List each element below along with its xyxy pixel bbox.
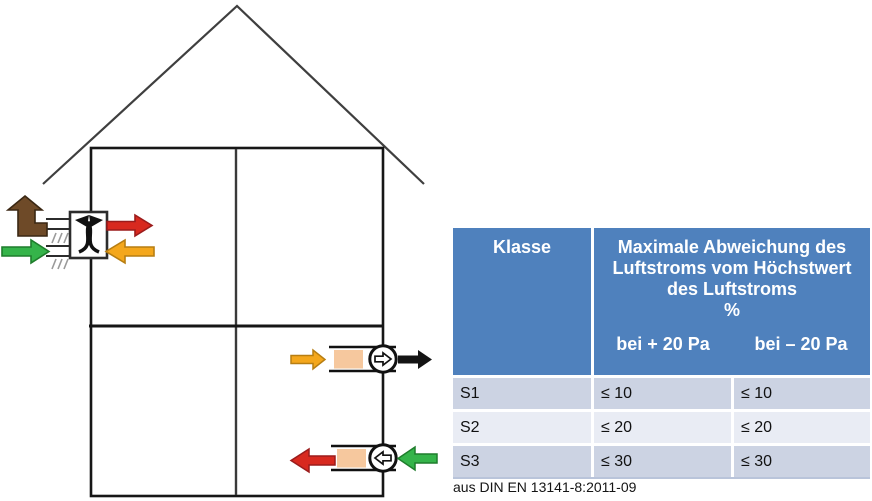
table-row: S3 ≤ 30 ≤ 30 — [453, 446, 870, 477]
exhaust-air-arrow — [5, 194, 48, 237]
supply-air-arrow — [106, 213, 154, 238]
filter-element — [337, 449, 366, 468]
cell-minus20: ≤ 30 — [734, 446, 870, 477]
supply-fan-unit — [289, 443, 438, 474]
table-bottom-border — [453, 477, 870, 479]
header-line: % — [723, 300, 740, 320]
duct-lines — [46, 218, 71, 257]
extract-air-arrow — [104, 238, 155, 265]
fan-flow-arrow-right-icon — [374, 351, 393, 367]
supply-air-arrow-room — [289, 447, 336, 474]
cell-minus20: ≤ 10 — [734, 378, 870, 409]
table-row: S2 ≤ 20 ≤ 20 — [453, 412, 870, 443]
table-row: S1 ≤ 10 ≤ 10 — [453, 378, 870, 409]
fan-flow-arrow-left-icon — [373, 450, 392, 466]
header-sub-plus20: bei + 20 Pa — [616, 334, 710, 354]
cell-klasse: S1 — [453, 378, 591, 409]
cell-plus20: ≤ 10 — [594, 378, 731, 409]
roof-outline — [42, 4, 425, 185]
cell-minus20: ≤ 20 — [734, 412, 870, 443]
cell-klasse: S3 — [453, 446, 591, 477]
house-outline — [89, 146, 385, 498]
header-subrow: bei + 20 Pa bei – 20 Pa — [594, 334, 870, 355]
source-caption: aus DIN EN 13141-8:2011-09 — [453, 479, 637, 495]
cell-plus20: ≤ 30 — [594, 446, 731, 477]
cell-plus20: ≤ 20 — [594, 412, 731, 443]
outdoor-air-arrow-supply — [396, 445, 438, 472]
header-line: des Luftstroms — [666, 279, 798, 299]
heat-exchanger-unit — [1, 194, 155, 270]
airflow-deviation-table: Klasse Maximale Abweichung des Luftstrom… — [453, 228, 870, 479]
header-cell-deviation: Maximale Abweichung des Luftstroms vom H… — [594, 228, 870, 375]
table-header: Klasse Maximale Abweichung des Luftstrom… — [453, 228, 870, 375]
header-line: Luftstroms vom Höchstwert — [612, 258, 852, 278]
header-sub-minus20: bei – 20 Pa — [754, 334, 848, 354]
header-cell-klasse: Klasse — [453, 228, 591, 375]
extract-fan-unit — [290, 344, 432, 374]
outdoor-air-arrow — [1, 238, 51, 265]
exhaust-air-arrow-outside — [398, 350, 432, 369]
filter-element — [334, 350, 363, 369]
header-line: Maximale Abweichung des — [617, 237, 847, 257]
heat-exchanger-cross-icon — [75, 215, 103, 254]
duct-hatching — [51, 232, 69, 270]
extract-air-arrow-room — [290, 348, 327, 371]
cell-klasse: S2 — [453, 412, 591, 443]
